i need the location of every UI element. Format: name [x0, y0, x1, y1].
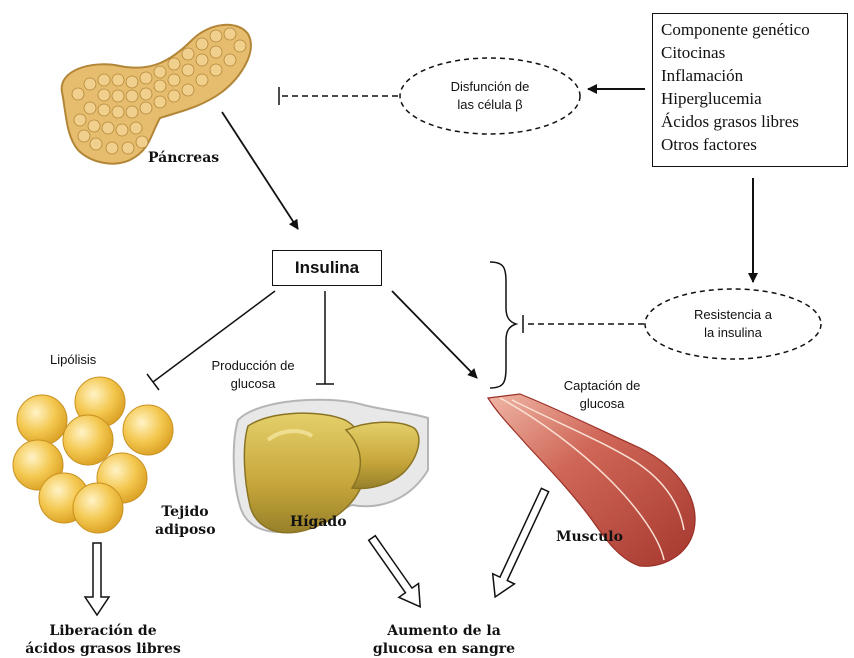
blood-glucose-line1: Aumento de la: [364, 622, 524, 640]
factor-item: Citocinas: [661, 41, 847, 64]
ffa-release-line2: ácidos grasos libres: [18, 640, 188, 658]
adipose-tissue-illustration: [13, 377, 173, 533]
glucose-production-label: Producción de glucosa: [205, 357, 301, 393]
blood-glucose-increase-label: Aumento de la glucosa en sangre: [364, 622, 524, 658]
glucose-uptake-label: Captación de glucosa: [560, 377, 644, 413]
ffa-release-line1: Liberación de: [18, 622, 188, 640]
beta-dysfunction-line1: Disfunción de: [451, 78, 530, 96]
liver-to-glucose-hollow-arrow: [362, 531, 430, 614]
glucose-uptake-line2: glucosa: [560, 395, 644, 413]
insulin-label: Insulina: [295, 258, 359, 278]
pancreas-illustration: [62, 25, 251, 164]
adipose-label-line1: Tejido: [155, 503, 215, 521]
lipolysis-inhibition-bar: [147, 374, 159, 390]
muscle-label: Musculo: [556, 528, 623, 546]
pancreas-to-insulin-arrow: [222, 112, 298, 229]
factor-item: Inflamación: [661, 64, 847, 87]
lipolysis-label: Lipólisis: [50, 351, 96, 369]
adipose-tissue-label: Tejido adiposo: [155, 503, 215, 539]
muscle-to-glucose-hollow-arrow: [484, 485, 556, 602]
liver-label: Hígado: [290, 513, 347, 531]
insulin-resistance-line1: Resistencia a: [694, 306, 772, 324]
beta-dysfunction-line2: las célula β: [457, 96, 522, 114]
factor-item: Hiperglucemia: [661, 87, 847, 110]
blood-glucose-line2: glucosa en sangre: [364, 640, 524, 658]
insulin-resistance-label: Resistencia a la insulina: [655, 300, 811, 348]
adipose-label-line2: adiposo: [155, 521, 215, 539]
adipose-to-ffa-hollow-arrow: [85, 543, 109, 615]
risk-factors-box: Componente genético Citocinas Inflamació…: [652, 13, 848, 167]
beta-cell-dysfunction-label: Disfunción de las célula β: [410, 72, 570, 120]
insulin-to-glucose-uptake-arrow: [392, 291, 477, 378]
glucose-production-line1: Producción de: [205, 357, 301, 375]
factor-item: Otros factores: [661, 133, 847, 156]
glucose-uptake-line1: Captación de: [560, 377, 644, 395]
ffa-release-label: Liberación de ácidos grasos libres: [18, 622, 188, 658]
glucose-production-line2: glucosa: [205, 375, 301, 393]
factor-item: Componente genético: [661, 18, 847, 41]
factor-item: Ácidos grasos libres: [661, 110, 847, 133]
insulin-action-brace: [490, 262, 516, 388]
insulin-box: Insulina: [272, 250, 382, 286]
pancreas-label: Páncreas: [148, 149, 219, 167]
insulin-resistance-line2: la insulina: [704, 324, 762, 342]
